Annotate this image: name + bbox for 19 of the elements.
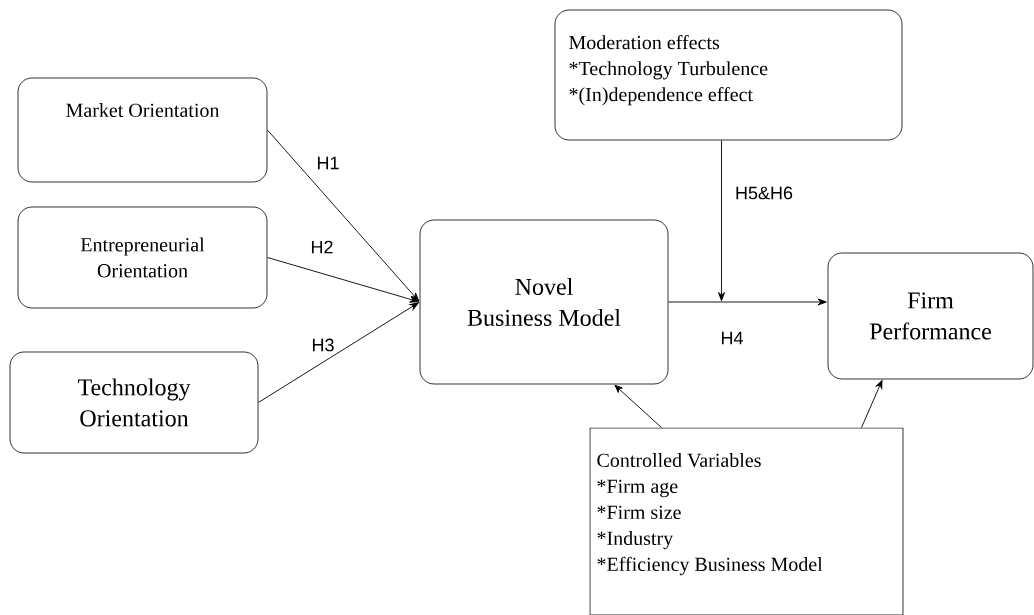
process-box: Novel Business Model [419, 219, 669, 385]
variables-box: Controlled Variables *Firm age *Firm size *Industry *Efficiency Business Model [589, 427, 904, 615]
concept-box: Technology Orientation [9, 351, 259, 454]
edge-label: H1 [315, 155, 341, 171]
arrow [257, 302, 419, 403]
outcome-box: Firm Performance [827, 252, 1034, 380]
arrow [614, 384, 662, 429]
arrow [667, 298, 827, 306]
concept-box: Entrepreneurial Orientation [17, 206, 268, 309]
arrow [266, 257, 419, 303]
arrow [718, 139, 725, 302]
edge-label: H5&H6 [734, 185, 794, 201]
arrow [861, 380, 883, 429]
edge-label: H2 [309, 239, 335, 255]
moderation-box: Moderation effects *Technology Turbulence *(In)dependence effect [554, 9, 903, 141]
edge-label: H4 [719, 330, 745, 346]
edge-label: H3 [310, 337, 336, 353]
concept-box: Market Orientation [17, 77, 268, 183]
arrow [266, 129, 420, 302]
